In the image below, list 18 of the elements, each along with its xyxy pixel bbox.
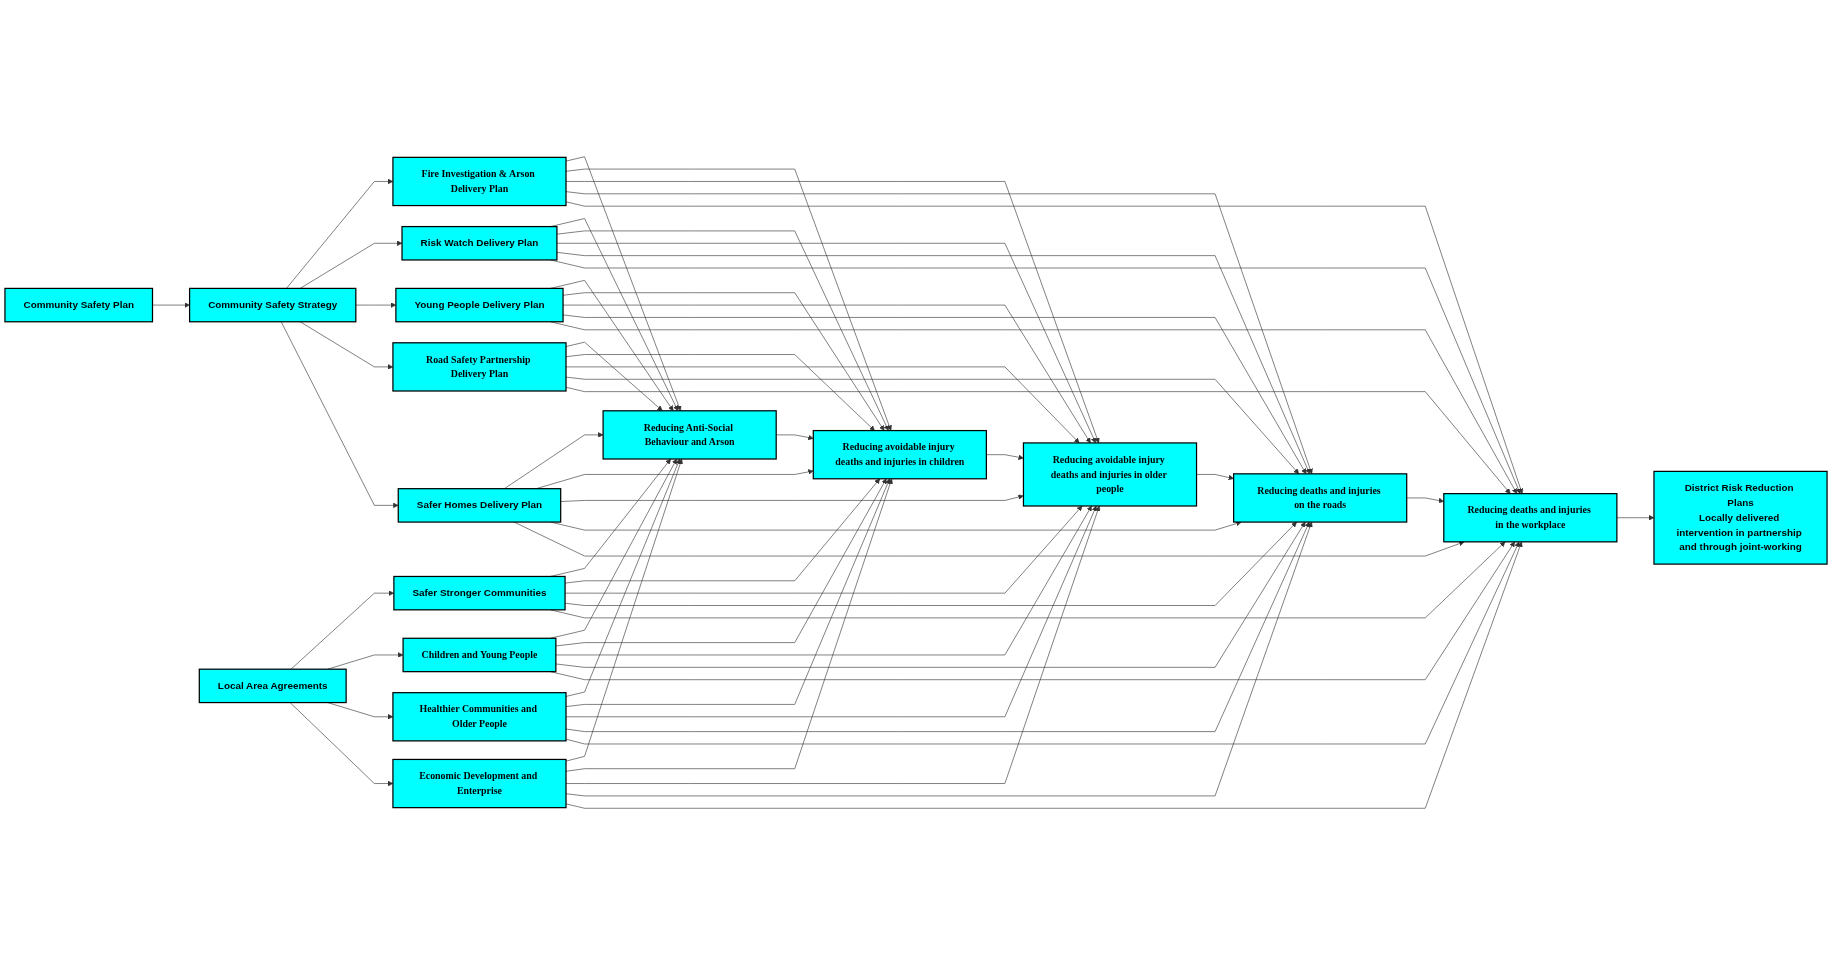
node-box: Road Safety Partnership Delivery Plan (392, 342, 567, 392)
node-box: Reducing deaths and injuries on the roads (1233, 473, 1408, 523)
node-box: Children and Young People (402, 637, 557, 673)
node-box: Reducing Anti-Social Behaviour and Arson (602, 410, 777, 460)
node-box: Community Safety Plan (4, 287, 154, 323)
node-box: Reducing deaths and injuries in the workplace (1443, 493, 1618, 543)
node-box: District Risk Reduction Plans Locally delivered intervention in partnership and through joint-working (1653, 470, 1828, 565)
node-box: Safer Homes Delivery Plan (397, 488, 562, 523)
node-box: Risk Watch Delivery Plan (401, 225, 558, 261)
node-box: Reducing avoidable injury deaths and injuries in older people (1022, 442, 1198, 507)
node-box: Healthier Communities and Older People (392, 692, 567, 742)
node-box: Reducing avoidable injury deaths and injuries in children (812, 429, 987, 480)
node-box: Young People Delivery Plan (395, 287, 564, 323)
node-box: Local Area Agreements (198, 668, 347, 704)
node-box: Fire Investigation & Arson Delivery Plan (392, 156, 567, 207)
node-box: Economic Development and Enterprise (392, 758, 567, 809)
node-box: Safer Stronger Communities (393, 575, 566, 611)
node-box: Community Safety Strategy (188, 287, 357, 323)
